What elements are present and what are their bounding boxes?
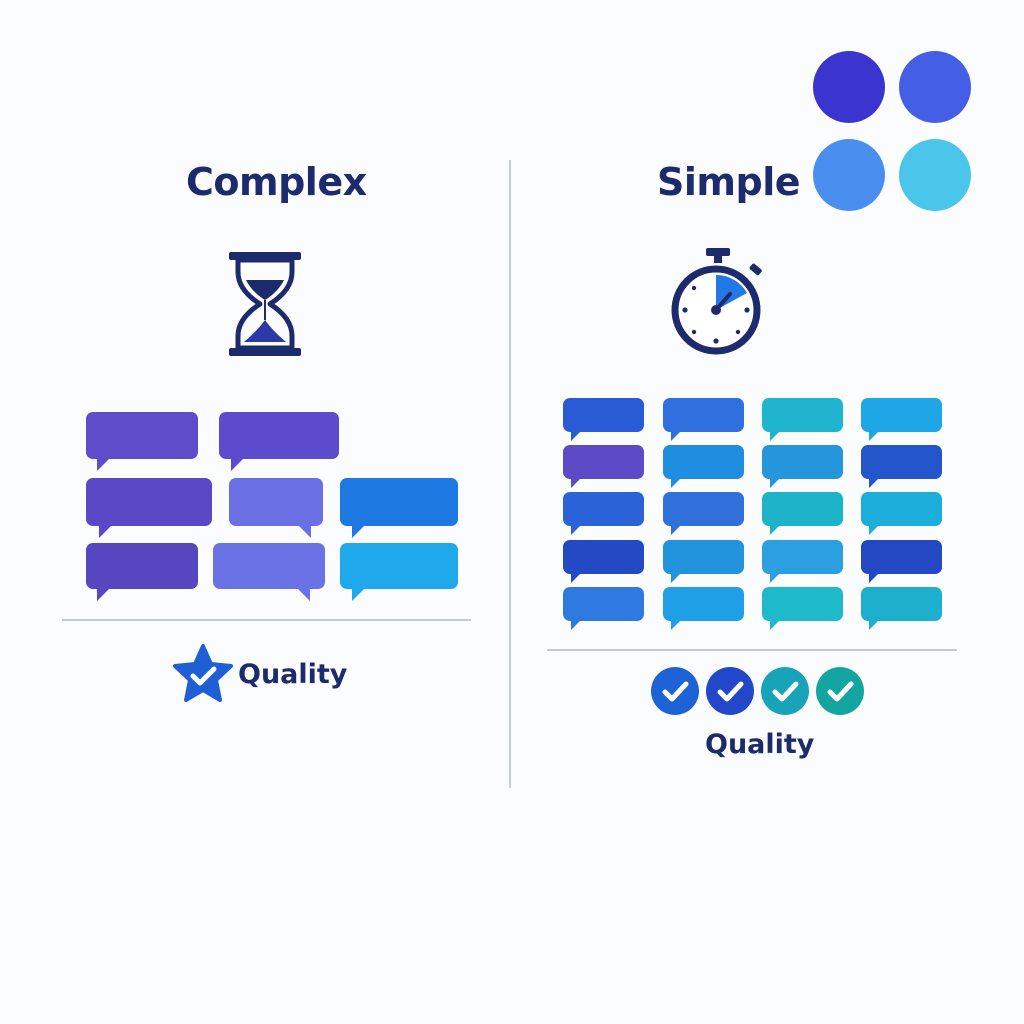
speech-bubble — [861, 492, 942, 535]
palette-swatch — [899, 139, 971, 211]
complex-title: Complex — [186, 160, 367, 204]
complex-quality-label: Quality — [238, 659, 348, 690]
simple-title: Simple — [657, 160, 801, 204]
speech-bubble — [340, 478, 458, 538]
speech-bubble — [762, 398, 843, 441]
speech-bubble — [663, 587, 744, 630]
speech-bubble — [861, 398, 942, 441]
check-circle-icon — [706, 667, 754, 715]
speech-bubble — [762, 492, 843, 535]
speech-bubble — [762, 445, 843, 488]
speech-bubble — [86, 543, 198, 601]
speech-bubble — [229, 478, 323, 538]
speech-bubble — [563, 540, 644, 583]
check-circle-icon — [651, 667, 699, 715]
speech-bubble — [213, 543, 325, 601]
star-check-icon — [173, 644, 233, 702]
simple-quality-label: Quality — [705, 729, 815, 760]
speech-bubble — [861, 445, 942, 488]
speech-bubble — [663, 492, 744, 535]
speech-bubble — [762, 587, 843, 630]
speech-bubble — [563, 398, 644, 441]
speech-bubble — [86, 412, 198, 471]
hourglass-icon — [229, 252, 301, 356]
speech-bubble — [663, 398, 744, 441]
palette-swatch — [813, 139, 885, 211]
center-divider — [509, 160, 511, 788]
speech-bubble — [563, 587, 644, 630]
speech-bubble — [861, 587, 942, 630]
speech-bubble — [563, 492, 644, 535]
speech-bubble — [340, 543, 458, 601]
complex-baseline — [62, 619, 471, 621]
speech-bubble — [86, 478, 212, 538]
simple-baseline — [547, 649, 957, 651]
speech-bubble — [663, 540, 744, 583]
speech-bubble — [563, 445, 644, 488]
check-circle-icon — [816, 667, 864, 715]
stopwatch-icon — [671, 248, 762, 355]
palette-swatch — [813, 51, 885, 123]
speech-bubble — [663, 445, 744, 488]
speech-bubble — [861, 540, 942, 583]
speech-bubble — [219, 412, 339, 471]
speech-bubble — [762, 540, 843, 583]
check-circle-icon — [761, 667, 809, 715]
palette-swatch — [899, 51, 971, 123]
